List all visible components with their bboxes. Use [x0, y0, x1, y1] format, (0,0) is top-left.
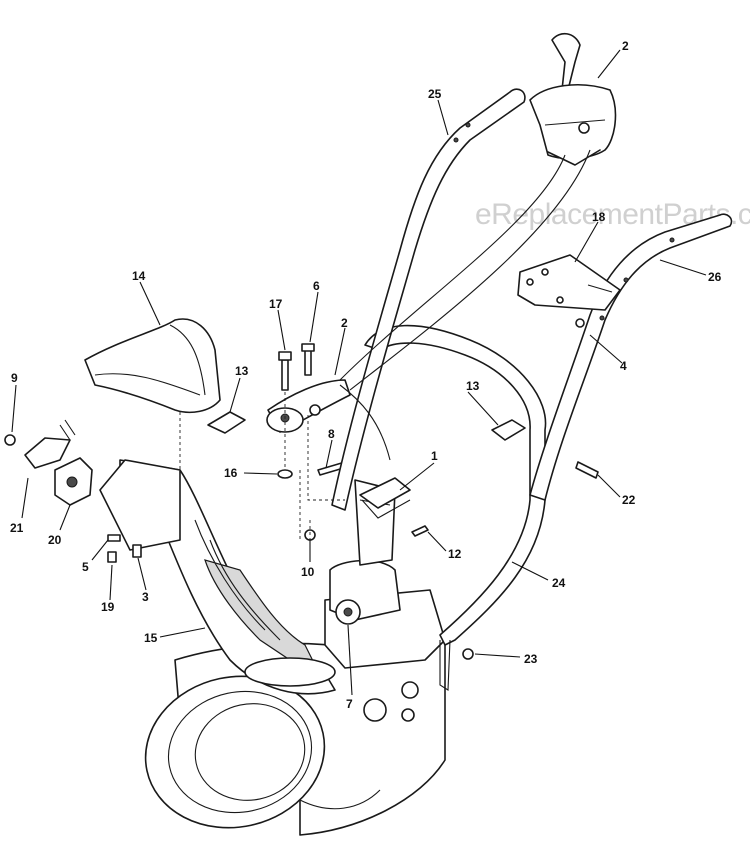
callout-18: 18 [592, 210, 606, 224]
callout-14: 14 [132, 269, 146, 283]
upper-handle-right [529, 213, 733, 501]
callout-1: 1 [431, 449, 438, 463]
callout-21: 21 [10, 521, 24, 535]
cable-mount-bracket [517, 254, 621, 311]
auger-housing [144, 624, 446, 836]
discharge-chute [99, 459, 336, 695]
cable-guides [207, 411, 526, 441]
chute-bracket [359, 477, 411, 519]
callout-10: 10 [301, 565, 315, 579]
chute-deflector [84, 318, 221, 414]
callout-20: 20 [48, 533, 62, 547]
callout-19: 19 [101, 600, 115, 614]
callout-13-left: 13 [235, 364, 249, 378]
chute-tilt-assembly [4, 419, 93, 506]
callout-2-shift: 2 [622, 39, 629, 53]
callout-24: 24 [552, 576, 566, 590]
upper-handle-left [331, 88, 526, 511]
callout-15: 15 [144, 631, 158, 645]
callout-6: 6 [313, 279, 320, 293]
callout-5: 5 [82, 560, 89, 574]
chute-crank [266, 379, 351, 433]
callout-labels: 2 25 18 26 14 17 6 2 4 13 13 9 8 16 1 22… [10, 39, 722, 711]
control-cables [339, 149, 591, 461]
lower-handle [364, 324, 547, 691]
callout-25: 25 [428, 87, 442, 101]
callout-16: 16 [224, 466, 238, 480]
callout-3: 3 [142, 590, 149, 604]
leader-lines [11, 49, 707, 696]
callout-7: 7 [346, 697, 353, 711]
callout-12: 12 [448, 547, 462, 561]
callout-22: 22 [622, 493, 636, 507]
gearbox-frame [324, 479, 446, 669]
callout-23: 23 [524, 652, 538, 666]
callout-8: 8 [328, 427, 335, 441]
shift-console [529, 32, 617, 166]
callout-2-crank: 2 [341, 316, 348, 330]
callout-4: 4 [620, 359, 627, 373]
callout-17: 17 [269, 297, 283, 311]
callout-9: 9 [11, 371, 18, 385]
hardware [107, 318, 599, 660]
callout-26: 26 [708, 270, 722, 284]
callout-13-right: 13 [466, 379, 480, 393]
